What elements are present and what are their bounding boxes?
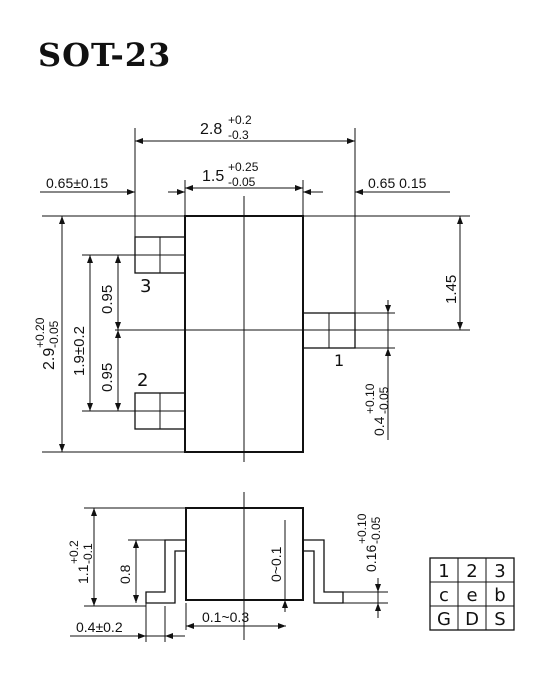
lead-thickness-minus: -0.05	[369, 516, 383, 544]
lead-thickness-plus: +0.10	[355, 513, 369, 544]
left-lead-value: 0.65±0.15	[46, 175, 108, 191]
body-width-minus: -0.05	[228, 175, 256, 189]
side-view: 1.1 +0.2 -0.1 0.8 0~0.1 0.16 +0.10 -0.05	[67, 492, 388, 642]
overall-width-plus: +0.2	[228, 113, 252, 127]
pin-table-cell: S	[494, 609, 505, 630]
half-pitch-lower-value: 0.95	[99, 363, 116, 392]
foot-value: 0.4±0.2	[76, 619, 123, 635]
pin-table-cell: c	[439, 585, 449, 606]
dim-arrow	[355, 189, 363, 195]
dim-arrow	[282, 600, 288, 608]
top-view: 3 2 1 2.8 +0.2 -0.3 1.5 +0.25 -0.05 0.65…	[33, 113, 470, 462]
total-height-minus: -0.1	[81, 543, 95, 564]
dim-arrow	[127, 189, 135, 195]
total-height-plus: +0.2	[67, 540, 81, 564]
body-width-value: 1.5	[202, 168, 224, 185]
pin-table-cell: D	[465, 609, 479, 630]
overall-width-value: 2.8	[200, 121, 222, 138]
overall-width-minus: -0.3	[228, 128, 249, 142]
right-lead-value: 0.65 0.15	[368, 175, 427, 191]
lead-width-value: 0.4	[371, 416, 387, 436]
pin-1-pad	[302, 312, 356, 349]
lead-thickness-value: 0.16	[363, 545, 379, 572]
height-value: 2.9	[41, 348, 58, 370]
pin-table-cell: b	[494, 585, 505, 606]
pin-table-cell: 1	[438, 561, 449, 582]
dim-arrows	[375, 584, 381, 611]
pitch-value: 1.9±0.2	[71, 326, 88, 376]
height-minus: -0.05	[47, 320, 61, 348]
pin-table-cell: 2	[466, 561, 477, 582]
pin-table: 1 2 3 c e b G D S	[429, 557, 515, 631]
lead-width-minus: -0.05	[377, 386, 391, 414]
total-height-value: 1.1	[75, 564, 91, 584]
body-height-value: 0.8	[117, 564, 133, 584]
pin-table-cell: e	[466, 585, 477, 606]
pin-2-pad	[134, 392, 186, 430]
pin-3-pad	[134, 236, 186, 274]
pin-table-cell: G	[437, 609, 451, 630]
page-title: SOT-23	[38, 36, 172, 74]
lead-width-plus: +0.10	[363, 383, 377, 414]
body-width-plus: +0.25	[228, 160, 259, 174]
dim-arrows	[138, 633, 173, 639]
pin-label-3: 3	[140, 276, 151, 297]
pin-table-cell: 3	[494, 561, 505, 582]
dim-arrow	[303, 189, 311, 195]
dim-arrow	[177, 189, 185, 195]
right-offset-value: 1.45	[443, 275, 460, 304]
standoff-value: 0~0.1	[268, 546, 284, 582]
left-gull-lead	[145, 539, 186, 604]
half-pitch-upper-value: 0.95	[99, 285, 116, 314]
pin-label-2: 2	[137, 370, 148, 391]
pin-label-1: 1	[334, 351, 344, 370]
height-plus: +0.20	[33, 317, 47, 348]
foot-gap-value: 0.1~0.3	[202, 609, 249, 625]
dim-arrows	[115, 255, 121, 411]
right-gull-lead	[303, 539, 344, 604]
